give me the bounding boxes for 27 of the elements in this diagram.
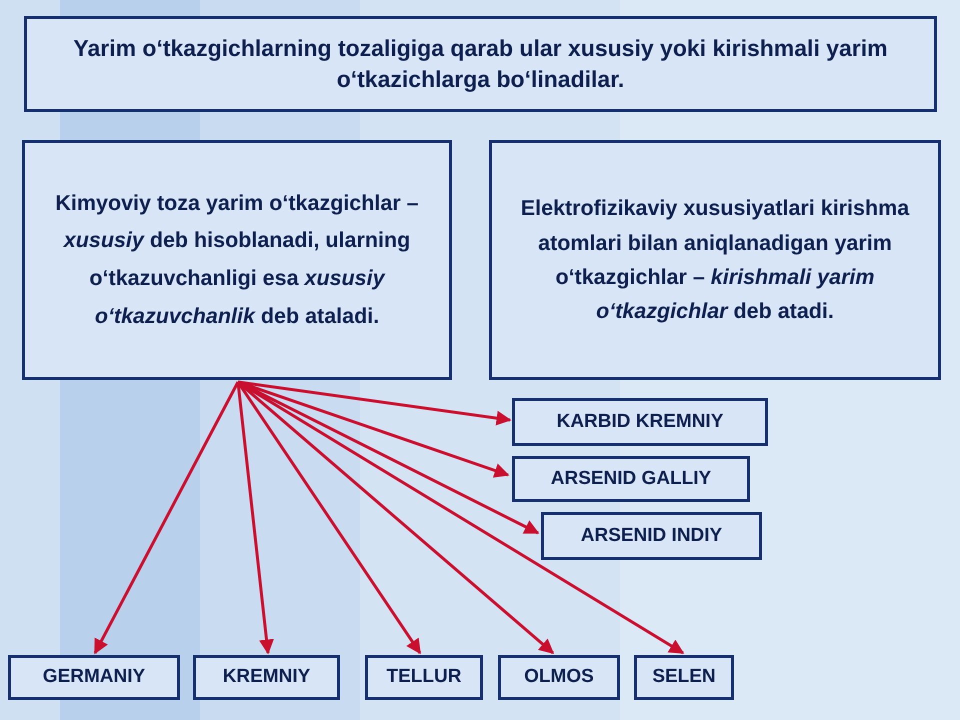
text-box — [489, 140, 941, 380]
label-box — [8, 655, 180, 700]
box-text: OLMOS — [524, 666, 594, 689]
arrow — [236, 382, 274, 654]
text-box — [24, 16, 937, 112]
label-box — [541, 512, 762, 560]
label-box — [365, 655, 483, 700]
arrow — [237, 380, 540, 534]
box-text: Elektrofizikaviy xususiyatlari kirishma atomlari bilan aniqlanadigan yarim o‘tkazgichlar – kirishmali yarim o‘tkazgichlar deb atadi. — [520, 195, 910, 326]
box-text: ARSENID GALLIY — [550, 468, 712, 490]
box-text: Kimyoviy toza yarim o‘tkazgichlar – xususiy deb hisoblanadi, ularning o‘tkazuvchanligi esa xususiy o‘tkazuvchanlik deb ataladi. — [54, 190, 420, 330]
box-text: GERMANIY — [42, 666, 146, 689]
arrow — [94, 381, 240, 654]
text-box — [22, 140, 452, 380]
arrow — [238, 380, 512, 426]
label-box — [634, 655, 734, 700]
box-text: TELLUR — [386, 666, 462, 689]
label-box — [512, 398, 768, 446]
label-box — [193, 655, 340, 700]
label-box — [498, 655, 620, 700]
box-text: KREMNIY — [222, 666, 310, 689]
box-text: ARSENID INDIY — [580, 524, 722, 548]
box-text: KARBID KREMNIY — [556, 410, 724, 434]
box-text: Yarim o‘tkazgichlarning tozaligiga qarab ular xususiy yoki kirishmali yarim o‘tkazichlarga bo‘linadilar. — [72, 34, 889, 94]
box-text: SELEN — [652, 666, 716, 689]
label-box — [512, 456, 750, 502]
arrow — [238, 380, 510, 478]
